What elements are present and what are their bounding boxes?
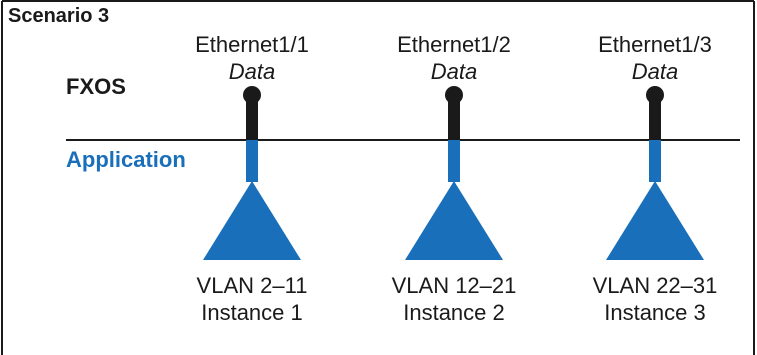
interface-3-symbol: [606, 86, 704, 260]
port-3-stem-application: [649, 140, 661, 182]
port-1-stem-fxos: [246, 95, 258, 140]
instance-3-triangle: [606, 181, 704, 260]
interface-2-symbol: [405, 86, 503, 260]
instance-3-vlan: VLAN 22–31: [592, 273, 718, 298]
port-2-name: Ethernet1/2: [397, 32, 511, 57]
port-3-stem-fxos: [649, 95, 661, 140]
instance-2-label: Instance 2: [403, 300, 505, 325]
fxos-layer-label: FXOS: [66, 74, 126, 99]
instance-3-label: Instance 3: [604, 300, 706, 325]
port-1-stem-application: [246, 140, 258, 182]
port-2-type: Data: [430, 59, 478, 84]
port-2-stem-fxos: [448, 95, 460, 140]
port-3-type: Data: [631, 59, 679, 84]
instance-1-vlan: VLAN 2–11: [196, 273, 308, 298]
port-1-type: Data: [228, 59, 276, 84]
interface-1-symbol: [203, 86, 301, 260]
port-2-stem-application: [448, 140, 460, 182]
scenario-title: Scenario 3: [8, 5, 110, 27]
application-layer-label: Application: [66, 147, 186, 172]
port-1-name: Ethernet1/1: [195, 32, 309, 57]
instance-2-vlan: VLAN 12–21: [391, 273, 517, 298]
instance-1-label: Instance 1: [201, 300, 303, 325]
instance-1-triangle: [203, 181, 301, 260]
instance-2-triangle: [405, 181, 503, 260]
port-3-name: Ethernet1/3: [598, 32, 712, 57]
